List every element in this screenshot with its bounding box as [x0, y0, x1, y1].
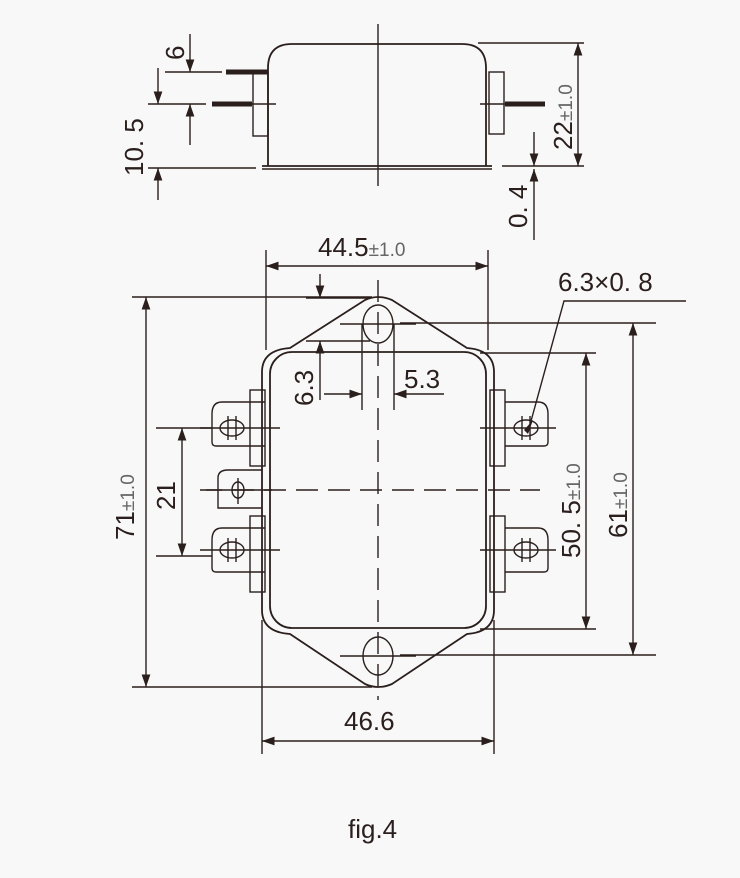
- dim-hole-width: 5.3: [404, 364, 440, 394]
- dim-body-width: 44.5±1.0: [318, 232, 405, 262]
- dim-height: 22±1.0: [548, 84, 578, 150]
- dim-body-length: 50. 5±1.0: [556, 463, 586, 558]
- figure-caption: fig.4: [348, 814, 397, 844]
- top-view: 44.5±1.0 6.3×0. 8 6.3 5.3 71±1.0 21: [110, 232, 686, 754]
- dim-flange-thickness: 0. 4: [503, 185, 533, 228]
- dim-hole-spacing: 61±1.0: [603, 472, 633, 538]
- dim-flange-width: 46.6: [344, 706, 395, 736]
- dim-terminal-spacing: 21: [151, 481, 181, 510]
- dim-overall-length: 71±1.0: [110, 474, 140, 540]
- side-view: 6 10. 5 22±1.0 0. 4: [119, 24, 584, 240]
- dim-terminal-size: 6.3×0. 8: [558, 267, 653, 297]
- dim-pin-height: 10. 5: [119, 118, 149, 176]
- dim-pin-spacing: 6: [160, 46, 190, 60]
- dim-hole-offset: 6.3: [289, 370, 319, 406]
